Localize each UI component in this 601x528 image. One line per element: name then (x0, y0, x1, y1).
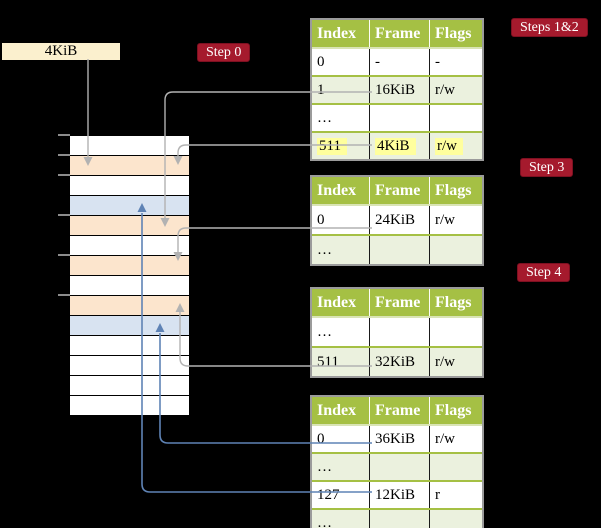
highlighted-value: 4KiB (375, 137, 416, 155)
entry-cell: … (317, 323, 332, 340)
memory-row-empty (70, 276, 189, 296)
memory-row-empty (70, 356, 189, 376)
column-header: Frame (369, 20, 429, 47)
physical-memory-stack (70, 135, 189, 416)
table-3-entry: … (312, 318, 482, 348)
entry-cell: … (317, 109, 332, 126)
table-1-entry: 511 4KiB r/w (312, 133, 482, 159)
entry-cell: r/w (429, 426, 482, 452)
table-4-entry: … (312, 510, 482, 528)
entry-cell: 511 (312, 133, 369, 159)
table-1-entry: … (312, 105, 482, 133)
memory-row-empty (70, 176, 189, 196)
entry-cell: r/w (429, 77, 482, 103)
column-header: Flags (429, 20, 482, 47)
memory-row-empty (70, 236, 189, 256)
entry-cell: 0 (317, 211, 325, 228)
memory-row-empty (70, 396, 189, 416)
entry-cell (429, 105, 482, 131)
memory-row-frame (70, 196, 189, 216)
highlighted-value: 511 (317, 137, 347, 155)
entry-cell (369, 510, 429, 528)
entry-cell: 511 (317, 353, 339, 370)
memory-row-empty (70, 336, 189, 356)
entry-cell (369, 105, 429, 131)
address-tick (58, 254, 70, 256)
entry-cell (369, 454, 429, 480)
entry-cell: 16KiB (369, 77, 429, 103)
memory-row-page-table (70, 256, 189, 276)
entry-cell: 12KiB (369, 482, 429, 508)
table-4-entry: … (312, 454, 482, 482)
column-header: Index (317, 24, 357, 42)
entry-cell: 1 (317, 81, 325, 98)
memory-row-frame (70, 316, 189, 336)
memory-row-page-table (70, 296, 189, 316)
address-tick (58, 134, 70, 136)
entry-cell: r (429, 482, 482, 508)
entry-cell (429, 454, 482, 480)
entry-cell: … (317, 241, 332, 258)
entry-cell (429, 510, 482, 528)
entry-cell: 32KiB (369, 348, 429, 376)
entry-cell: 24KiB (369, 206, 429, 234)
column-header: Flags (429, 289, 482, 316)
entry-cell: 36KiB (369, 426, 429, 452)
column-header: Frame (369, 397, 429, 424)
entry-cell (369, 318, 429, 346)
step-badge-step4: Step 4 (517, 263, 571, 282)
entry-cell: … (317, 514, 332, 528)
memory-row-empty (70, 136, 189, 156)
step-badge-step0: Step 0 (197, 43, 251, 62)
entry-cell (429, 236, 482, 264)
column-header: Flags (429, 177, 482, 204)
entry-cell: - (429, 49, 482, 75)
entry-cell: 4KiB (369, 133, 429, 159)
root-table-address-label: 4KiB (2, 43, 120, 60)
step-badge-steps12: Steps 1&2 (511, 18, 588, 37)
highlighted-value: r/w (435, 137, 463, 155)
column-header: Index (317, 401, 357, 419)
column-header: Frame (369, 289, 429, 316)
column-header: Index (317, 293, 357, 311)
address-tick (58, 214, 70, 216)
table-1-entry: 0 -- (312, 49, 482, 77)
entry-cell: - (369, 49, 429, 75)
entry-cell: 127 (317, 486, 340, 503)
table-2-entry: … (312, 236, 482, 264)
address-tick (58, 154, 70, 156)
entry-cell: r/w (429, 348, 482, 376)
column-header: Flags (429, 397, 482, 424)
column-header: Index (317, 181, 357, 199)
step-badge-step3: Step 3 (520, 158, 574, 177)
memory-row-page-table (70, 156, 189, 176)
address-tick (58, 294, 70, 296)
entry-cell: r/w (429, 206, 482, 234)
entry-cell: 0 (317, 53, 325, 70)
entry-cell (429, 318, 482, 346)
memory-row-empty (70, 376, 189, 396)
column-header: Frame (369, 177, 429, 204)
entry-cell: r/w (429, 133, 482, 159)
memory-row-page-table (70, 216, 189, 236)
entry-cell (369, 236, 429, 264)
address-tick (58, 174, 70, 176)
entry-cell: 0 (317, 430, 325, 447)
entry-cell: … (317, 458, 332, 475)
